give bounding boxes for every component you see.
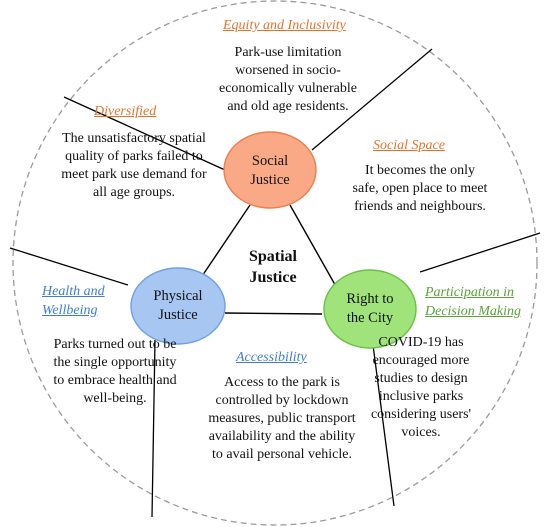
spoke-left [9, 247, 129, 286]
triangle-edge-right [289, 204, 339, 291]
accessibility-heading: Accessibility [236, 350, 307, 365]
equity-inclusivity-text: Park-use limitation worsened in socio- e… [219, 45, 357, 114]
outer-dashed-ring [12, 0, 538, 526]
social-space-heading: Social Space [373, 138, 445, 153]
participation-text: COVID-19 has encouraged more studies to … [370, 335, 472, 440]
spoke-bottom-right [372, 344, 395, 507]
spoke-bottom-left [151, 339, 156, 518]
spoke-right [419, 232, 541, 273]
spoke-top-left [63, 96, 226, 171]
health-wellbeing-text: Parks turned out to be the single opport… [53, 337, 177, 406]
triangle-edge-bottom [224, 312, 323, 315]
diversified-text: The unsatisfactory spatial quality of pa… [61, 131, 207, 200]
social-space-text: It becomes the only safe, open place to … [352, 163, 488, 214]
equity-inclusivity-heading: Equity and Inclusivity [223, 18, 346, 33]
social-justice-node [223, 131, 317, 209]
physical-justice-node [130, 267, 226, 345]
diversified-heading: Diversified [94, 104, 157, 119]
spoke-top-right [311, 48, 433, 151]
right-to-the-city-node [323, 269, 417, 349]
accessibility-text: Access to the park is controlled by lock… [208, 375, 356, 462]
